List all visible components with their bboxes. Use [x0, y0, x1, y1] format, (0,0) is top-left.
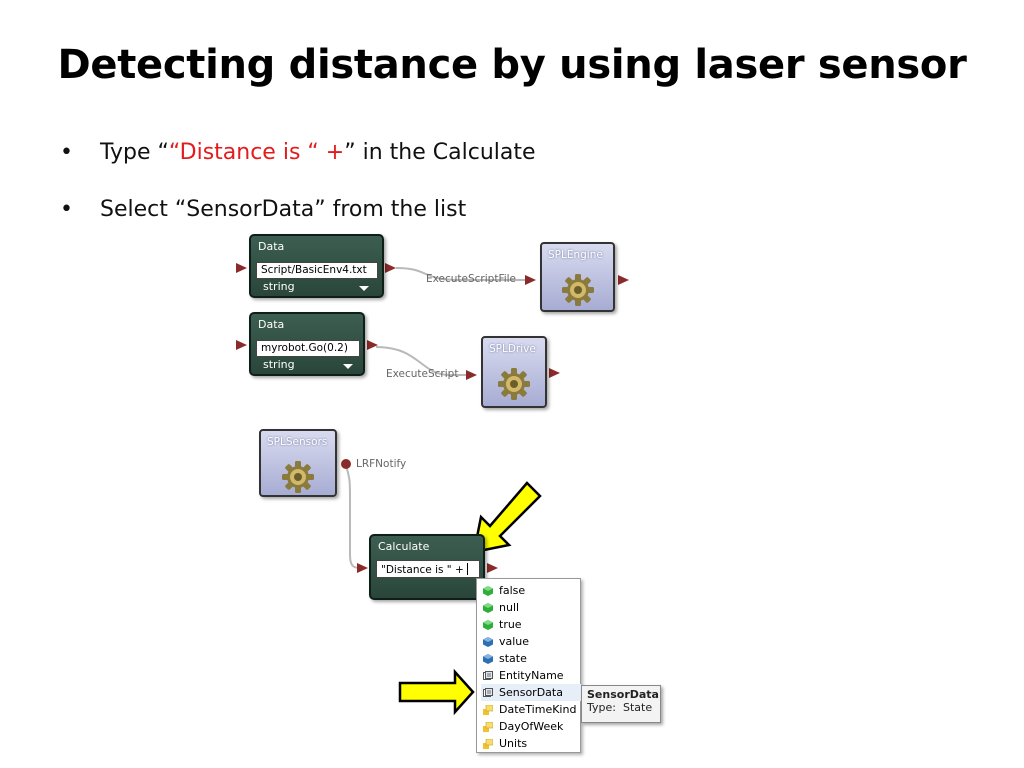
bullet-2: • Select “SensorData” from the list: [60, 197, 466, 222]
property-icon: [483, 688, 493, 697]
wire-execute-script: [375, 346, 468, 376]
blue-cube-icon: [483, 637, 493, 647]
slide-title: Detecting distance by using laser sensor: [57, 42, 967, 88]
pin-data1-out[interactable]: [385, 263, 396, 273]
property-icon: [483, 671, 493, 680]
green-cube-icon: [483, 586, 493, 596]
tooltip-type-row: Type: State: [587, 701, 655, 714]
green-cube-icon: [483, 603, 493, 613]
enum-icon: [483, 739, 493, 749]
service-spldrive[interactable]: SPLDrive: [481, 336, 547, 408]
chevron-down-icon[interactable]: [343, 364, 353, 369]
wire-label-lrf-notify: LRFNotify: [356, 458, 407, 470]
yellow-arrow-diagonal-icon: [472, 481, 542, 554]
pin-calc-in[interactable]: [357, 563, 368, 573]
pin-data2-out[interactable]: [367, 340, 378, 350]
sensordata-tooltip: SensorData Type: State: [581, 685, 661, 723]
service-splsensors[interactable]: SPLSensors: [259, 429, 337, 497]
pin-spldrive-out[interactable]: [549, 368, 560, 378]
autocomplete-item-label: value: [499, 635, 530, 648]
autocomplete-item-label: DateTimeKind: [499, 703, 577, 716]
service-title: SPLSensors: [267, 436, 328, 448]
node-title: Data: [258, 318, 285, 331]
bullet-1-prefix: Type “: [100, 140, 169, 165]
enum-icon: [483, 705, 493, 715]
autocomplete-item-label: DayOfWeek: [499, 720, 564, 733]
bullet-dot: •: [60, 140, 73, 165]
bullet-dot: •: [60, 197, 73, 222]
bullet-1-suffix: ” in the Calculate: [344, 140, 536, 165]
autocomplete-item-value[interactable]: value: [481, 633, 581, 650]
node-title: Data: [258, 240, 285, 253]
blue-cube-icon: [483, 654, 493, 664]
text-cursor: [467, 563, 469, 575]
tooltip-name: SensorData: [587, 688, 659, 701]
autocomplete-list[interactable]: false null true value state EntityName S…: [476, 578, 581, 753]
service-splengine[interactable]: SPLEngine: [540, 242, 615, 312]
autocomplete-item-label: true: [499, 618, 522, 631]
autocomplete-item-label: EntityName: [499, 669, 564, 682]
calculate-node[interactable]: Calculate "Distance is " +: [369, 534, 485, 600]
autocomplete-item-label: Units: [499, 737, 528, 750]
autocomplete-item-null[interactable]: null: [481, 599, 581, 616]
data-node-go-command[interactable]: Data myrobot.Go(0.2) string: [249, 312, 365, 376]
yellow-arrow-right-icon: [398, 668, 475, 716]
autocomplete-item-units[interactable]: Units: [481, 735, 581, 752]
wire-label-execute-script: ExecuteScript: [386, 368, 459, 380]
pin-calc-out[interactable]: [487, 563, 498, 573]
gear-icon: [561, 274, 594, 306]
data-type-select[interactable]: string: [263, 358, 295, 371]
tooltip-type-value: State: [622, 701, 653, 714]
wire-execute-script-file: [395, 267, 528, 281]
data-type-select[interactable]: string: [263, 280, 295, 293]
pin-data1-in[interactable]: [236, 263, 247, 273]
autocomplete-item-datetimekind[interactable]: DateTimeKind: [481, 701, 581, 718]
tooltip-type-label: Type:: [587, 701, 616, 714]
autocomplete-item-false[interactable]: false: [481, 582, 581, 599]
autocomplete-item-label: null: [499, 601, 520, 614]
autocomplete-item-state[interactable]: state: [481, 650, 581, 667]
pin-data2-in[interactable]: [236, 340, 247, 350]
wire-label-execute-script-file: ExecuteScriptFile: [426, 273, 517, 285]
data-value-field[interactable]: Script/BasicEnv4.txt: [256, 262, 378, 279]
pin-splsensors-notify[interactable]: [341, 459, 351, 469]
node-title: Calculate: [378, 540, 430, 553]
green-cube-icon: [483, 620, 493, 630]
wire-lrf-notify: [345, 464, 363, 569]
autocomplete-item-true[interactable]: true: [481, 616, 581, 633]
bullet-1: • Type ““Distance is “ +” in the Calculat…: [60, 140, 536, 165]
data-value-field[interactable]: myrobot.Go(0.2): [256, 340, 360, 357]
bullet-1-highlight: “Distance is “ +: [168, 140, 345, 165]
calculate-expression-text: "Distance is " +: [381, 564, 468, 576]
autocomplete-item-label: SensorData: [499, 686, 563, 699]
calculate-expression-input[interactable]: "Distance is " +: [376, 560, 480, 578]
autocomplete-item-label: state: [499, 652, 527, 665]
bullet-2-text: Select “SensorData” from the list: [100, 197, 467, 222]
autocomplete-item-sensordata[interactable]: SensorData: [481, 684, 581, 701]
chevron-down-icon[interactable]: [359, 286, 369, 291]
enum-icon: [483, 722, 493, 732]
service-title: SPLEngine: [548, 249, 603, 261]
gear-icon: [498, 368, 530, 400]
pin-splengine-in[interactable]: [525, 275, 536, 285]
autocomplete-item-label: false: [499, 584, 526, 597]
gear-icon: [282, 461, 314, 493]
autocomplete-item-dayofweek[interactable]: DayOfWeek: [481, 718, 581, 735]
pin-spldrive-in[interactable]: [466, 370, 477, 380]
service-title: SPLDrive: [489, 343, 536, 355]
autocomplete-item-entityname[interactable]: EntityName: [481, 667, 581, 684]
pin-splengine-out[interactable]: [618, 275, 629, 285]
data-node-script-file[interactable]: Data Script/BasicEnv4.txt string: [249, 234, 384, 298]
